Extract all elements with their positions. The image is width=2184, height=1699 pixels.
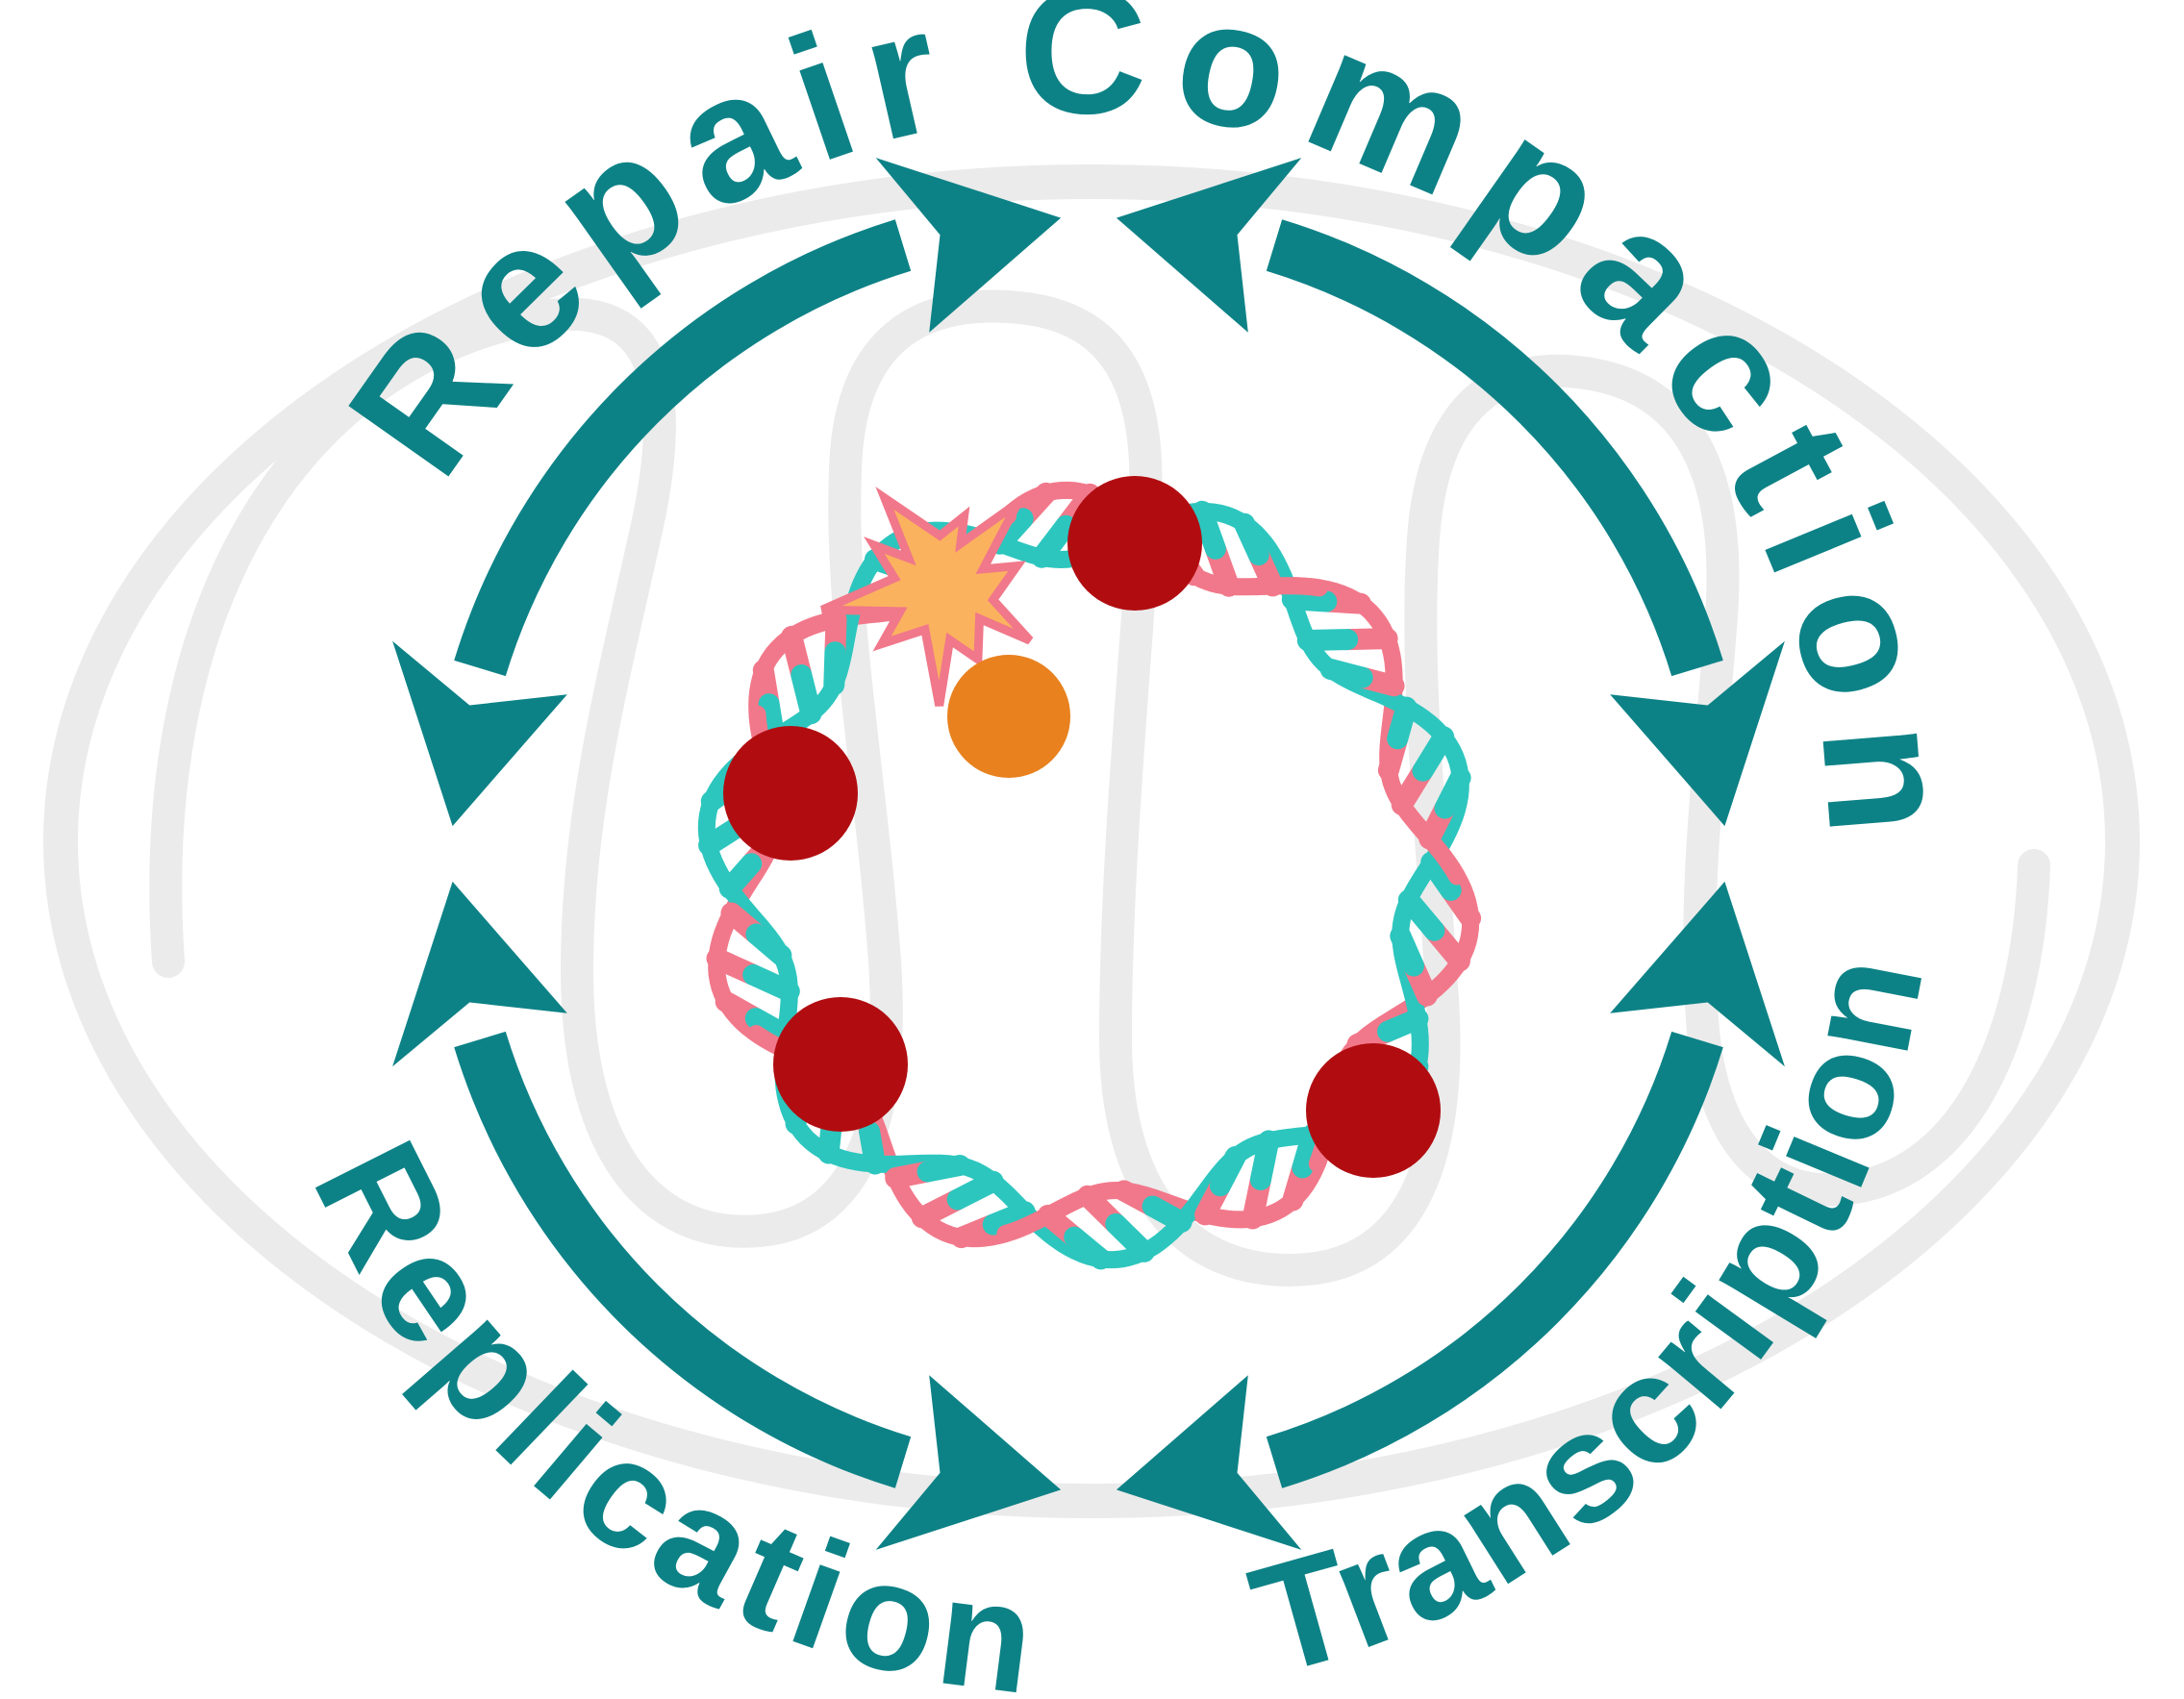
orange-protein-circle (947, 655, 1070, 778)
cycle-arrowhead-icon-5 (1116, 1375, 1302, 1550)
red-protein-circle-top (1067, 476, 1202, 611)
dna-rung (1292, 1124, 1323, 1179)
burst-star-icon (820, 487, 1034, 707)
cycle-arc-bottom-left (454, 1031, 912, 1488)
dna-rung (1234, 512, 1269, 566)
dna-rung (946, 1170, 1004, 1211)
cycle-arc-top-left (454, 219, 912, 677)
dna-rung (1192, 500, 1226, 560)
dna-rung (1296, 629, 1359, 651)
mitochondrion-outer-membrane (43, 164, 2140, 1518)
dna-rung (1387, 696, 1418, 750)
dna-rung (1319, 659, 1373, 688)
dna-rung (1142, 1195, 1192, 1233)
cycle-arrowhead-icon-0 (392, 640, 567, 827)
cycle-label-compaction-text: Compaction (1017, 0, 1970, 862)
dna-rung (823, 641, 846, 696)
dna-rung (1420, 851, 1462, 901)
cycle-arrowhead-icon-2 (1116, 158, 1302, 333)
dna-rung (1412, 726, 1455, 782)
protein-circles (723, 476, 1441, 1178)
dna-rung (1390, 925, 1424, 977)
dna-rung (1281, 588, 1338, 612)
dna-strand-teal (697, 502, 1469, 1269)
red-protein-circle-bottom-right (1306, 1043, 1441, 1178)
dna-rung (1105, 1212, 1155, 1262)
red-protein-circle-bottom-left (773, 997, 908, 1132)
dna-rung (742, 963, 800, 1002)
dna-crossover (1247, 577, 1328, 597)
dna-rung (791, 664, 822, 725)
dna-rung (859, 1121, 886, 1175)
damage-burst-star-icon (820, 487, 1034, 707)
cycle-arrowhead-icon-3 (1610, 640, 1785, 827)
dna-rung (916, 1155, 971, 1183)
cycle-arrowhead-icon-1 (875, 158, 1062, 333)
mitochondrion-outline-icon (43, 164, 2140, 1518)
cycle-arcs (454, 219, 1723, 1488)
dna-rung (718, 853, 763, 899)
red-protein-circle-left (723, 726, 858, 861)
cycle-arc-bottom-right (1266, 1031, 1723, 1488)
cycle-label-compaction: Compaction (1017, 0, 1991, 862)
dna-rung (1249, 1130, 1280, 1190)
dna-rung (1031, 514, 1077, 568)
cycle-arrowheads (392, 158, 1785, 1550)
dna-rung (1434, 766, 1471, 819)
dna-rung (744, 1008, 796, 1046)
mitochondrion-cristae (149, 289, 2050, 1287)
cycle-arrowhead-icon-4 (1610, 881, 1785, 1067)
dna-rung (1397, 889, 1445, 941)
dna-crossover (996, 1198, 1071, 1243)
dna-rung (989, 508, 1034, 555)
dna-rung (1209, 1146, 1246, 1197)
cycle-arrowhead-icon-7 (392, 881, 567, 1067)
cycle-arc-top-right (1266, 219, 1723, 677)
dna-rung (745, 923, 792, 966)
dna-rung (1064, 1226, 1112, 1270)
dna-rung (982, 1201, 1036, 1236)
dna-rung (1377, 1008, 1429, 1042)
dna-crossover (1410, 817, 1466, 886)
cycle-arrowhead-icon-6 (875, 1375, 1062, 1550)
